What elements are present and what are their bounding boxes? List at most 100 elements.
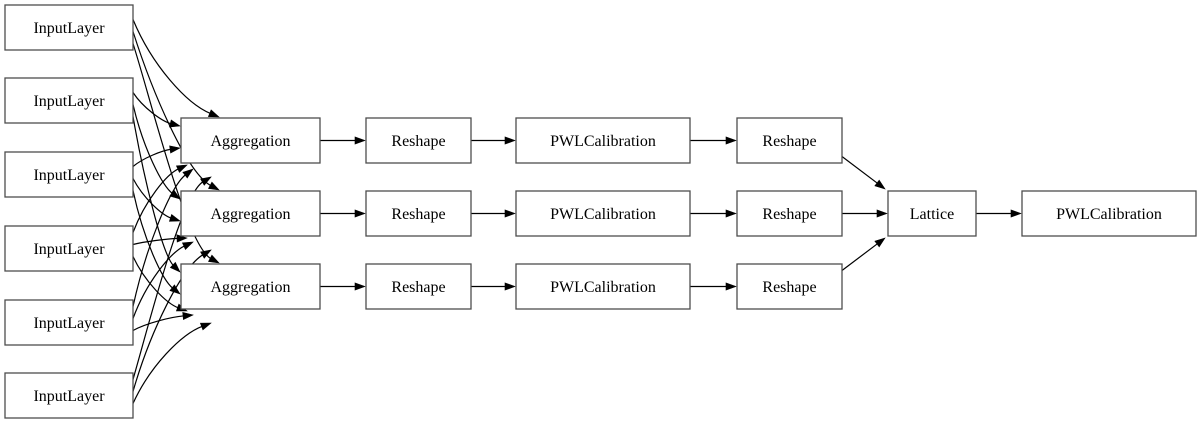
edge-rs0-to-pw0 <box>471 136 516 145</box>
edge-rs0-to-pw0-arrowhead <box>504 136 516 145</box>
edge-rs2-to-pw2 <box>471 282 516 291</box>
edge-pw2-to-rt2-arrowhead <box>725 282 737 291</box>
node-box-rs0[interactable] <box>365 117 472 164</box>
node-box-ag1[interactable] <box>180 190 321 237</box>
node-out[interactable]: PWLCalibration <box>1021 190 1197 237</box>
node-label-rt2: Reshape <box>762 279 816 296</box>
edge-in4-to-ag2-arrowhead <box>182 311 194 320</box>
edge-pw0-to-rt0-arrowhead <box>725 136 737 145</box>
node-ag2[interactable]: Aggregation <box>180 263 321 310</box>
edge-rt2-to-lat-arrowhead <box>874 237 886 248</box>
edge-rt1-to-lat-arrowhead <box>876 209 888 218</box>
node-label-rs0: Reshape <box>391 133 445 150</box>
edge-ag0-to-rs0-arrowhead <box>354 136 366 145</box>
edge-in2-to-ag0-arrowhead <box>169 145 181 154</box>
edge-in5-to-ag2 <box>132 322 212 404</box>
edge-in0-to-ag0 <box>132 19 220 118</box>
node-box-rs2[interactable] <box>365 263 472 310</box>
edge-in1-to-ag0-arrowhead <box>169 119 181 128</box>
edge-in4-to-ag0 <box>132 168 194 307</box>
node-box-ag2[interactable] <box>180 263 321 310</box>
node-in2[interactable]: InputLayer <box>4 151 134 198</box>
edge-ag1-to-rs1 <box>320 209 366 218</box>
node-box-rt2[interactable] <box>736 263 843 310</box>
edge-in5-to-ag1 <box>132 249 212 392</box>
edge-in5-to-ag1-arrowhead <box>200 249 212 259</box>
edge-in5-to-ag0-arrowhead <box>200 176 212 186</box>
node-box-in0[interactable] <box>4 4 134 51</box>
edge-ag2-to-rs2-arrowhead <box>354 282 366 291</box>
node-in1[interactable]: InputLayer <box>4 77 134 124</box>
node-pw2[interactable]: PWLCalibration <box>515 263 691 310</box>
node-box-ag0[interactable] <box>180 117 321 164</box>
node-box-pw0[interactable] <box>515 117 691 164</box>
edge-layer <box>132 19 1022 404</box>
edge-in4-to-ag0-arrowhead <box>182 168 194 179</box>
node-label-out: PWLCalibration <box>1056 206 1162 223</box>
edge-rt1-to-lat <box>842 209 888 218</box>
node-label-in0: InputLayer <box>33 20 105 37</box>
edge-ag0-to-rs0 <box>320 136 366 145</box>
edge-in1-to-ag2 <box>132 116 181 273</box>
node-label-rt1: Reshape <box>762 206 816 223</box>
node-box-out[interactable] <box>1021 190 1197 237</box>
node-pw0[interactable]: PWLCalibration <box>515 117 691 164</box>
edge-rt2-to-lat <box>841 237 886 271</box>
node-rt2[interactable]: Reshape <box>736 263 843 310</box>
node-rs1[interactable]: Reshape <box>365 190 472 237</box>
edge-pw1-to-rt1 <box>690 209 737 218</box>
node-box-rs1[interactable] <box>365 190 472 237</box>
edge-pw1-to-rt1-arrowhead <box>725 209 737 218</box>
edge-in0-to-ag1 <box>132 31 220 191</box>
node-label-rt0: Reshape <box>762 133 816 150</box>
node-label-in4: InputLayer <box>33 315 105 332</box>
node-pw1[interactable]: PWLCalibration <box>515 190 691 237</box>
node-in0[interactable]: InputLayer <box>4 4 134 51</box>
node-layer: InputLayerInputLayerInputLayerInputLayer… <box>4 4 1197 419</box>
edge-lat-to-out <box>976 209 1022 218</box>
node-box-in4[interactable] <box>4 299 134 346</box>
node-label-ag0: Aggregation <box>211 133 291 150</box>
node-box-pw2[interactable] <box>515 263 691 310</box>
node-box-in2[interactable] <box>4 151 134 198</box>
edge-rs1-to-pw1 <box>471 209 516 218</box>
node-label-in5: InputLayer <box>33 388 105 405</box>
node-box-lat[interactable] <box>887 190 977 237</box>
edge-in0-to-ag0-arrowhead <box>207 109 220 118</box>
node-box-in5[interactable] <box>4 372 134 419</box>
node-label-pw2: PWLCalibration <box>550 279 656 296</box>
node-box-rt1[interactable] <box>736 190 843 237</box>
edge-rt0-to-lat <box>841 156 886 190</box>
node-label-lat: Lattice <box>910 206 954 223</box>
node-in4[interactable]: InputLayer <box>4 299 134 346</box>
node-label-in1: InputLayer <box>33 93 105 110</box>
edge-in5-to-ag2-arrowhead <box>199 322 212 331</box>
node-rt1[interactable]: Reshape <box>736 190 843 237</box>
edge-in2-to-ag1-arrowhead <box>168 213 181 222</box>
node-box-in1[interactable] <box>4 77 134 124</box>
node-ag1[interactable]: Aggregation <box>180 190 321 237</box>
node-rs0[interactable]: Reshape <box>365 117 472 164</box>
node-box-pw1[interactable] <box>515 190 691 237</box>
node-label-in2: InputLayer <box>33 167 105 184</box>
edge-pw2-to-rt2 <box>690 282 737 291</box>
node-lat[interactable]: Lattice <box>887 190 977 237</box>
edge-in2-to-ag0 <box>132 145 181 167</box>
edge-in3-to-ag0-arrowhead <box>175 164 188 173</box>
node-rt0[interactable]: Reshape <box>736 117 843 164</box>
edge-in0-to-ag2-arrowhead <box>208 254 220 264</box>
node-box-in3[interactable] <box>4 225 134 272</box>
node-box-rt0[interactable] <box>736 117 843 164</box>
edge-in3-to-ag0 <box>132 164 188 233</box>
node-ag0[interactable]: Aggregation <box>180 117 321 164</box>
edge-rs1-to-pw1-arrowhead <box>504 209 516 218</box>
node-in5[interactable]: InputLayer <box>4 372 134 419</box>
node-in3[interactable]: InputLayer <box>4 225 134 272</box>
node-label-in3: InputLayer <box>33 241 105 258</box>
node-rs2[interactable]: Reshape <box>365 263 472 310</box>
edge-in2-to-ag1 <box>132 178 181 222</box>
edge-ag2-to-rs2 <box>320 282 366 291</box>
edge-in4-to-ag1 <box>132 241 194 319</box>
node-label-ag1: Aggregation <box>211 206 291 223</box>
